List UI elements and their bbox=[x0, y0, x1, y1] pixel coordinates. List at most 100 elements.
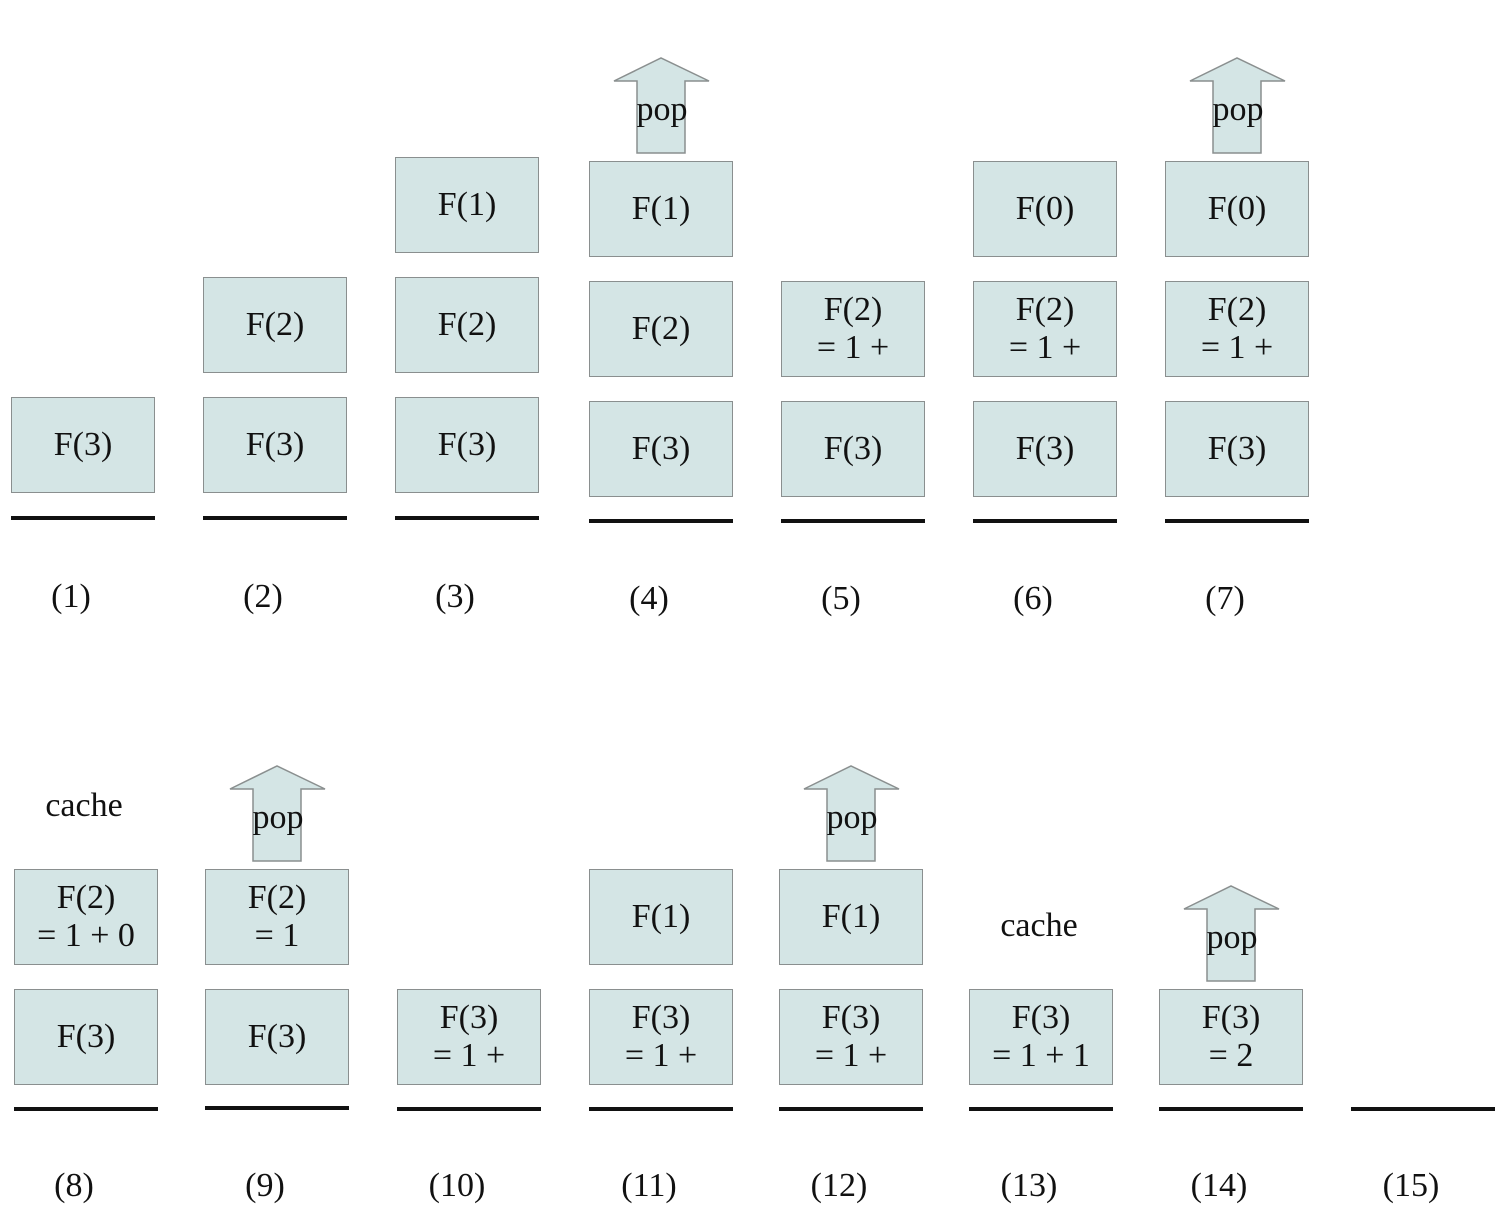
step-label: (5) bbox=[821, 580, 861, 617]
frame-value: = 1 + 1 bbox=[992, 1037, 1090, 1074]
pop-arrow-icon: pop bbox=[229, 765, 327, 863]
frame-value: = 1 + bbox=[1200, 329, 1274, 366]
frame-call: F(1) bbox=[821, 898, 881, 935]
step-label: (14) bbox=[1190, 1167, 1248, 1204]
stack-frame: F(3)= 1 + bbox=[589, 989, 733, 1085]
frame-call: F(3) bbox=[1015, 430, 1075, 467]
stack-frame: F(3) bbox=[973, 401, 1117, 497]
stack-frame: F(2) bbox=[395, 277, 539, 373]
frame-call: F(3) bbox=[823, 430, 883, 467]
step-label: (8) bbox=[54, 1167, 94, 1204]
step-label: (13) bbox=[1000, 1167, 1058, 1204]
frame-call: F(3) bbox=[245, 426, 305, 463]
frame-call: F(1) bbox=[631, 190, 691, 227]
frame-value: = 1 + bbox=[432, 1037, 506, 1074]
stack-frame: F(3) bbox=[203, 397, 347, 493]
frame-value: = 1 bbox=[254, 917, 300, 954]
frame-call: F(2) bbox=[56, 879, 116, 916]
stack-frame: F(3)= 1 + bbox=[779, 989, 923, 1085]
stack-frame: F(3) bbox=[781, 401, 925, 497]
frame-value: = 1 + bbox=[1008, 329, 1082, 366]
pop-arrow-icon: pop bbox=[803, 765, 901, 863]
stack-frame: F(2)= 1 + 0 bbox=[14, 869, 158, 965]
frame-call: F(3) bbox=[631, 999, 691, 1036]
stack-frame: F(3)= 1 + 1 bbox=[969, 989, 1113, 1085]
frame-value: = 2 bbox=[1208, 1037, 1254, 1074]
stack-base-line bbox=[589, 519, 733, 523]
pop-label: pop bbox=[1212, 91, 1264, 128]
frame-call: F(3) bbox=[247, 1018, 307, 1055]
pop-arrow-icon: pop bbox=[1183, 885, 1281, 983]
stack-frame: F(3) bbox=[205, 989, 349, 1085]
stack-frame: F(2)= 1 + bbox=[781, 281, 925, 377]
stack-base-line bbox=[969, 1107, 1113, 1111]
step-label: (15) bbox=[1382, 1167, 1440, 1204]
frame-call: F(3) bbox=[821, 999, 881, 1036]
pop-label: pop bbox=[636, 91, 688, 128]
stack-base-line bbox=[1351, 1107, 1495, 1111]
step-label: (10) bbox=[428, 1167, 486, 1204]
step-label: (6) bbox=[1013, 580, 1053, 617]
step-label: (4) bbox=[629, 580, 669, 617]
step-label: (1) bbox=[51, 578, 91, 615]
stack-frame: F(3) bbox=[14, 989, 158, 1085]
cache-label: cache bbox=[45, 787, 123, 824]
pop-label: pop bbox=[252, 799, 304, 836]
stack-frame: F(3) bbox=[395, 397, 539, 493]
frame-call: F(2) bbox=[631, 310, 691, 347]
stack-base-line bbox=[589, 1107, 733, 1111]
step-label: (2) bbox=[243, 578, 283, 615]
stack-base-line bbox=[11, 516, 155, 520]
frame-call: F(3) bbox=[631, 430, 691, 467]
stack-base-line bbox=[205, 1106, 349, 1110]
stack-frame: F(0) bbox=[1165, 161, 1309, 257]
frame-call: F(3) bbox=[439, 999, 499, 1036]
frame-call: F(3) bbox=[437, 426, 497, 463]
stack-frame: F(3)= 1 + bbox=[397, 989, 541, 1085]
frame-call: F(3) bbox=[53, 426, 113, 463]
stack-frame: F(2)= 1 + bbox=[973, 281, 1117, 377]
frame-call: F(3) bbox=[1201, 999, 1261, 1036]
stack-frame: F(2)= 1 + bbox=[1165, 281, 1309, 377]
stack-base-line bbox=[1165, 519, 1309, 523]
stack-base-line bbox=[397, 1107, 541, 1111]
pop-arrow-icon: pop bbox=[1189, 57, 1287, 155]
frame-call: F(2) bbox=[245, 306, 305, 343]
stack-base-line bbox=[781, 519, 925, 523]
stack-frame: F(1) bbox=[779, 869, 923, 965]
stack-frame: F(3)= 2 bbox=[1159, 989, 1303, 1085]
stack-base-line bbox=[1159, 1107, 1303, 1111]
cache-label: cache bbox=[1000, 907, 1078, 944]
frame-call: F(3) bbox=[1011, 999, 1071, 1036]
frame-value: = 1 + bbox=[816, 329, 890, 366]
frame-value: = 1 + bbox=[624, 1037, 698, 1074]
step-label: (11) bbox=[621, 1167, 677, 1204]
stack-frame: F(0) bbox=[973, 161, 1117, 257]
frame-call: F(2) bbox=[1207, 291, 1267, 328]
frame-call: F(2) bbox=[247, 879, 307, 916]
frame-call: F(0) bbox=[1207, 190, 1267, 227]
frame-call: F(0) bbox=[1015, 190, 1075, 227]
stack-base-line bbox=[779, 1107, 923, 1111]
pop-label: pop bbox=[826, 799, 878, 836]
frame-call: F(1) bbox=[437, 186, 497, 223]
stack-frame: F(3) bbox=[11, 397, 155, 493]
frame-call: F(3) bbox=[56, 1018, 116, 1055]
pop-arrow-icon: pop bbox=[613, 57, 711, 155]
stack-frame: F(1) bbox=[589, 869, 733, 965]
frame-call: F(2) bbox=[1015, 291, 1075, 328]
stack-base-line bbox=[203, 516, 347, 520]
step-label: (3) bbox=[435, 578, 475, 615]
frame-call: F(1) bbox=[631, 898, 691, 935]
step-label: (7) bbox=[1205, 580, 1245, 617]
frame-call: F(2) bbox=[823, 291, 883, 328]
stack-frame: F(1) bbox=[395, 157, 539, 253]
stack-base-line bbox=[14, 1107, 158, 1111]
pop-label: pop bbox=[1206, 919, 1258, 956]
frame-value: = 1 + bbox=[814, 1037, 888, 1074]
stack-base-line bbox=[973, 519, 1117, 523]
frame-value: = 1 + 0 bbox=[37, 917, 135, 954]
stack-frame: F(2) bbox=[203, 277, 347, 373]
stack-frame: F(2) bbox=[589, 281, 733, 377]
stack-base-line bbox=[395, 516, 539, 520]
